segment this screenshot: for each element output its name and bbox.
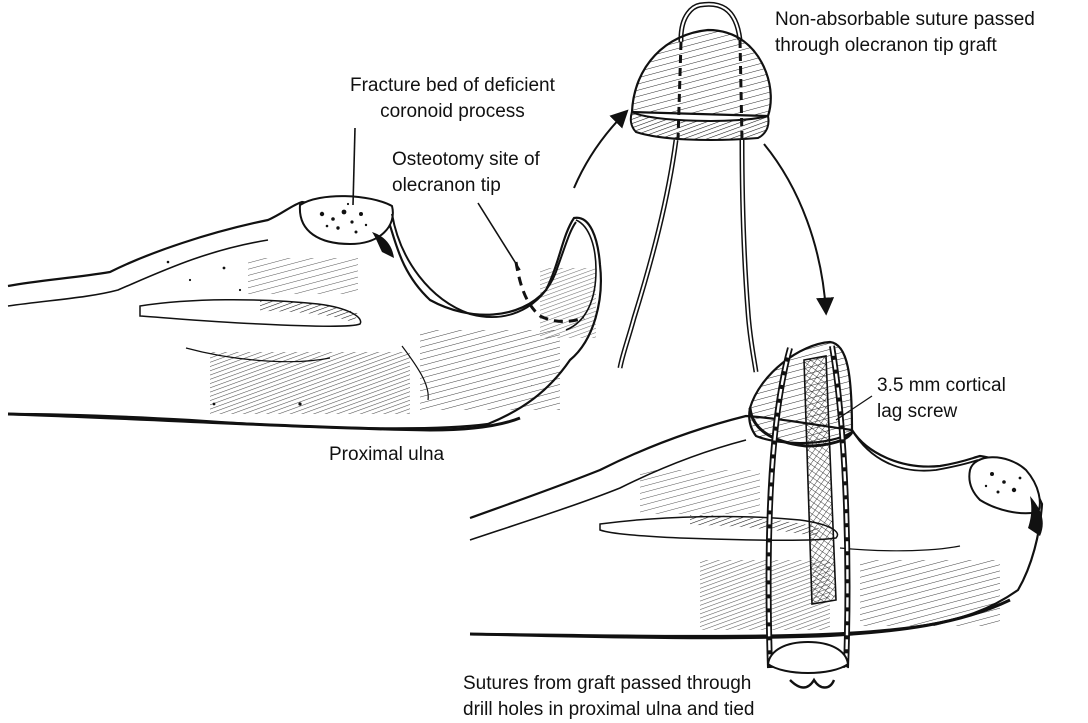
label-lag-screw-line1: 3.5 mm cortical xyxy=(877,373,1006,399)
label-lag-screw-line2: lag screw xyxy=(877,399,1006,425)
label-fracture-bed-line1: Fracture bed of deficient xyxy=(350,73,555,99)
label-osteotomy-line1: Osteotomy site of xyxy=(392,147,540,173)
arrow-to-graft xyxy=(574,112,626,188)
arrow-to-fixation xyxy=(764,144,826,312)
label-drill-holes-line1: Sutures from graft passed through xyxy=(463,671,755,697)
label-suture-line1: Non-absorbable suture passed xyxy=(775,7,1035,33)
label-fracture-bed: Fracture bed of deficient coronoid proce… xyxy=(350,73,555,125)
label-drill-holes-line2: drill holes in proximal ulna and tied xyxy=(463,697,755,723)
label-osteotomy: Osteotomy site of olecranon tip xyxy=(392,147,540,199)
label-fracture-bed-line2: coronoid process xyxy=(350,99,555,125)
label-suture-line2: through olecranon tip graft xyxy=(775,33,1035,59)
label-proximal-ulna: Proximal ulna xyxy=(329,442,444,468)
proximal-ulna-before xyxy=(8,196,601,430)
label-suture: Non-absorbable suture passed through ole… xyxy=(775,7,1035,59)
olecranon-tip-graft xyxy=(620,4,771,372)
label-drill-holes: Sutures from graft passed through drill … xyxy=(463,671,755,723)
label-osteotomy-line2: olecranon tip xyxy=(392,173,540,199)
label-lag-screw: 3.5 mm cortical lag screw xyxy=(877,373,1006,425)
osteotomy-leader xyxy=(478,203,520,270)
fracture-bed-leader xyxy=(353,128,355,205)
